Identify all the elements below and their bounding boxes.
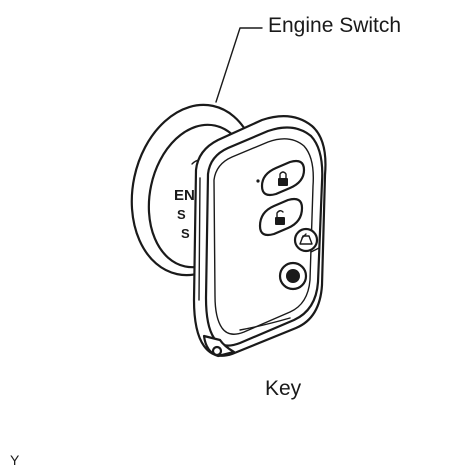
corner-letter: Y [10, 452, 20, 468]
lanyard-hole [211, 345, 223, 357]
engine-switch-leader-line [215, 27, 263, 103]
engine-switch-label: Engine Switch [268, 14, 402, 37]
smart-key-fob [192, 115, 327, 358]
fob-bezel [213, 138, 314, 335]
switch-face-text-3: S [181, 226, 190, 241]
unlock-icon [275, 210, 285, 225]
lock-icon [278, 171, 288, 186]
trunk-button-body[interactable] [293, 227, 319, 253]
fob-side-seam [198, 177, 201, 301]
button-mark [310, 247, 320, 253]
key-label: Key [265, 377, 302, 400]
indicator-led [256, 179, 260, 183]
panic-icon [286, 269, 300, 283]
lanyard-tab [202, 334, 236, 358]
unlock-button[interactable] [258, 197, 304, 237]
lock-button[interactable] [260, 159, 306, 197]
trunk-button[interactable] [293, 227, 319, 253]
switch-face-text-1: EN [174, 187, 195, 204]
switch-face-text-2: S [177, 207, 186, 222]
panic-button[interactable] [278, 261, 308, 291]
fob-trim [239, 317, 291, 331]
trunk-icon [299, 233, 313, 245]
